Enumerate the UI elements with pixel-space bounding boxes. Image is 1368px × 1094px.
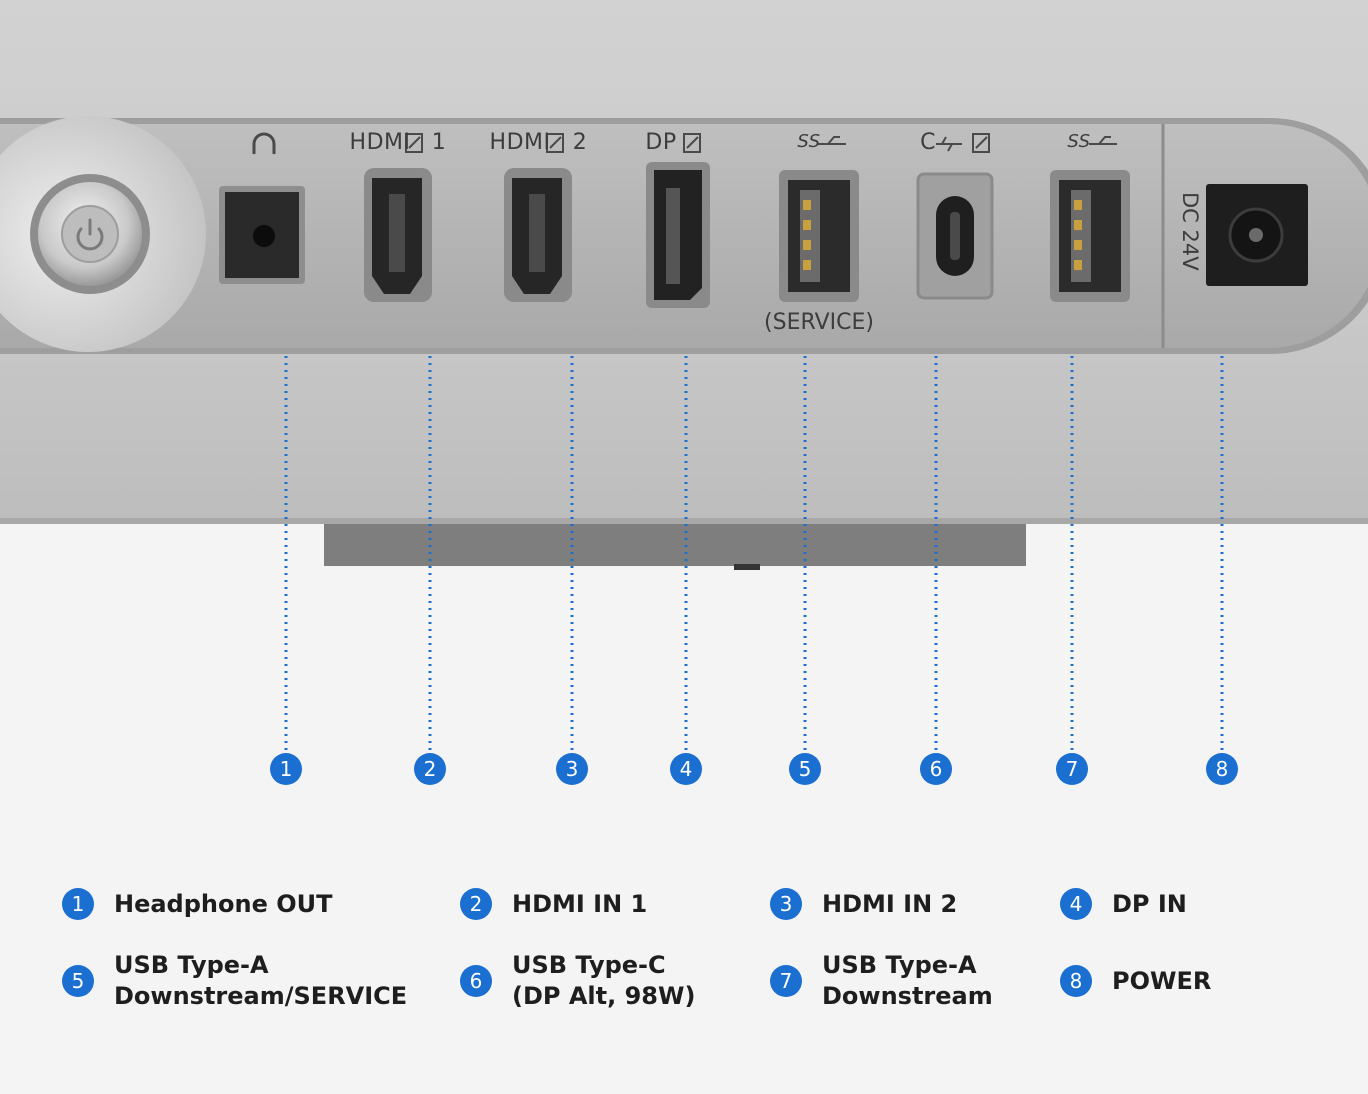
- usb-a-tongue: [1071, 190, 1091, 282]
- legend-item-5: 5 USB Type-A Downstream/SERVICE: [62, 950, 407, 1012]
- stand-notch: [734, 564, 760, 570]
- usb-a-service-ss-label: SS: [797, 131, 821, 152]
- legend-item-1: 1 Headphone OUT: [62, 888, 332, 920]
- legend-text-1: Headphone OUT: [114, 889, 333, 918]
- dp-label: DP: [645, 130, 677, 155]
- legend-item-8: 8 POWER: [1060, 965, 1211, 997]
- usb-a-contacts: [1074, 200, 1082, 270]
- usb-c-edit-icon: [972, 133, 990, 153]
- hdmi1-number: 1: [431, 130, 447, 155]
- legend-text-2: HDMI IN 1: [512, 889, 648, 918]
- power-icon: [76, 218, 104, 251]
- dc-power-pin: [1249, 228, 1263, 242]
- legend-text-6: USB Type-C (DP Alt, 98W): [512, 951, 696, 1010]
- legend-badge-8: 8: [1060, 965, 1092, 997]
- usb-trident-icon: [818, 136, 846, 145]
- dp-pins: [666, 188, 680, 284]
- hdmi2-number: 2: [572, 130, 588, 155]
- callout-badge-5: 5: [789, 753, 821, 785]
- legend-text-7: USB Type-A Downstream: [822, 951, 993, 1010]
- hdmi1-edit-icon: [405, 133, 423, 153]
- legend-item-2: 2 HDMI IN 1: [460, 888, 647, 920]
- legend-badge-5: 5: [62, 965, 94, 997]
- legend-text-3: HDMI IN 2: [822, 889, 958, 918]
- callout-badge-8: 8: [1206, 753, 1238, 785]
- legend-badge-2: 2: [460, 888, 492, 920]
- legend-badge-6: 6: [460, 965, 492, 997]
- legend-badge-7: 7: [770, 965, 802, 997]
- dc-24v-label: DC 24V: [1178, 192, 1202, 271]
- hdmi1-label: HDMI: [349, 130, 411, 155]
- legend-item-3: 3 HDMI IN 2: [770, 888, 957, 920]
- legend-item-4: 4 DP IN: [1060, 888, 1187, 920]
- headphone-jack-hole: [253, 225, 275, 247]
- hdmi1-pins: [389, 194, 405, 272]
- usb-a-service-contacts: [803, 200, 811, 270]
- legend-badge-3: 3: [770, 888, 802, 920]
- hdmi2-label: HDMI: [489, 130, 551, 155]
- usb-a-service-tongue: [800, 190, 820, 282]
- legend-item-6: 6 USB Type-C (DP Alt, 98W): [460, 950, 695, 1012]
- legend-badge-4: 4: [1060, 888, 1092, 920]
- legend-item-7: 7 USB Type-A Downstream: [770, 950, 993, 1012]
- headphone-icon: [252, 132, 276, 154]
- callout-badge-4: 4: [670, 753, 702, 785]
- legend-text-5: USB Type-A Downstream/SERVICE: [114, 951, 408, 1010]
- leader-lines: [284, 356, 1224, 752]
- legend-badge-1: 1: [62, 888, 94, 920]
- usb-c-label: C: [920, 130, 936, 155]
- usb-a-ss-label: SS: [1067, 131, 1091, 152]
- callout-badge-6: 6: [920, 753, 952, 785]
- legend-text-4: DP IN: [1112, 889, 1187, 918]
- service-label: (SERVICE): [764, 310, 874, 335]
- usb-trident-icon-2: [1089, 136, 1117, 145]
- usb-c-tongue: [950, 212, 960, 260]
- callout-badge-7: 7: [1056, 753, 1088, 785]
- callout-badge-2: 2: [414, 753, 446, 785]
- dp-edit-icon: [683, 133, 701, 153]
- legend-text-8: POWER: [1112, 966, 1212, 995]
- callout-badge-1: 1: [270, 753, 302, 785]
- hdmi2-pins: [529, 194, 545, 272]
- callout-badge-3: 3: [556, 753, 588, 785]
- stand-base: [324, 524, 1026, 566]
- usb-c-thunder-icon: [936, 136, 962, 152]
- monitor-body-edge: [0, 518, 1368, 524]
- hdmi2-edit-icon: [546, 133, 564, 153]
